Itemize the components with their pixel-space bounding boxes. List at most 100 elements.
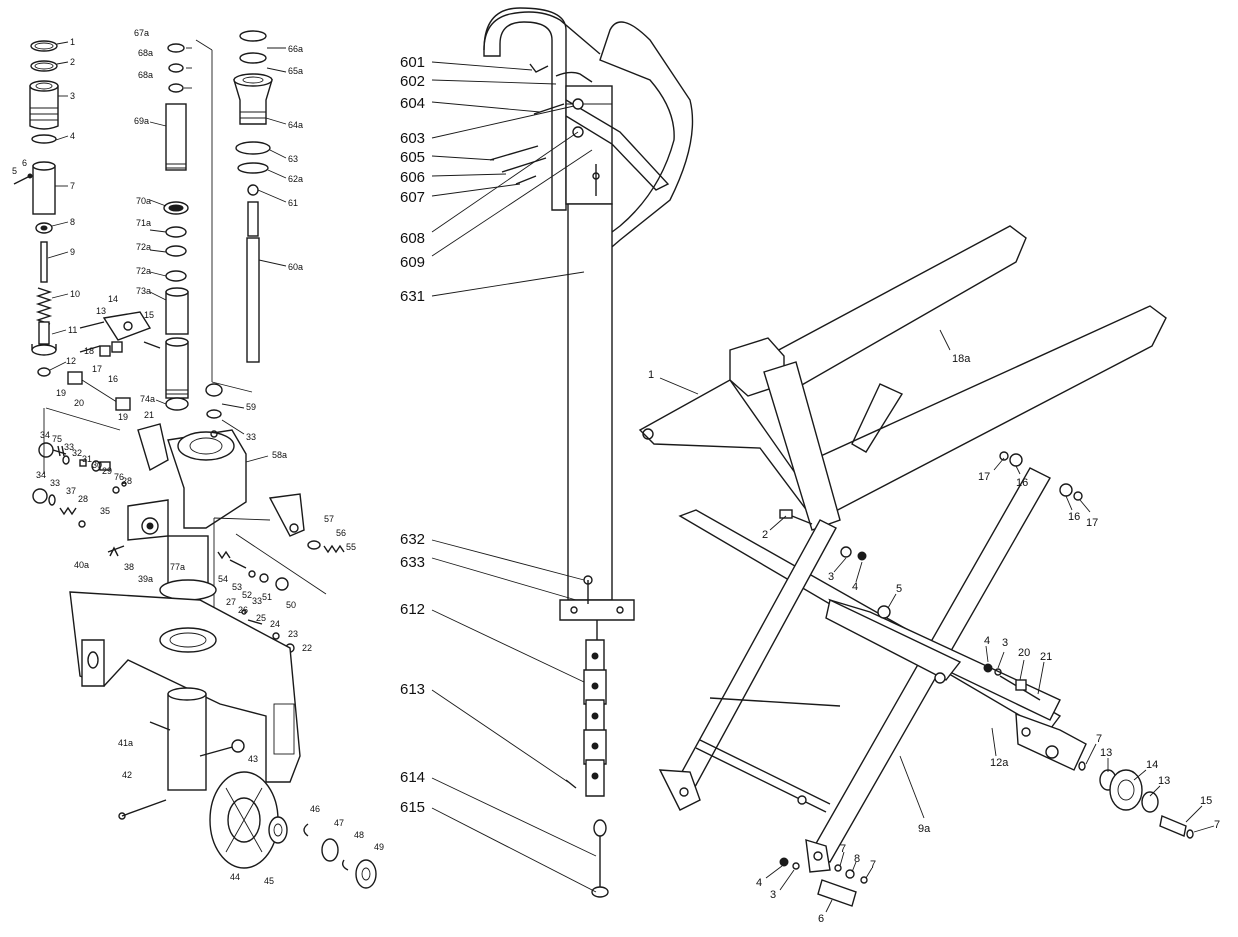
- label-p-34a: 34: [40, 430, 50, 440]
- label-p-13: 13: [96, 306, 106, 316]
- label-h-602: 602: [400, 73, 425, 90]
- label-p-48: 48: [354, 830, 364, 840]
- label-p-53: 53: [232, 582, 242, 592]
- label-p-27: 27: [226, 597, 236, 607]
- label-f-8: 8: [854, 853, 860, 865]
- handle-assembly: 601 602 604 603 605 606 607 608 609 631 …: [400, 7, 694, 898]
- label-f-3c: 3: [770, 889, 776, 901]
- label-p-60a: 60a: [288, 262, 303, 272]
- label-p-1: 1: [70, 37, 75, 47]
- label-p-31: 31: [82, 454, 92, 464]
- label-p-71a: 71a: [136, 218, 151, 228]
- label-p-4: 4: [70, 131, 75, 141]
- label-p-56: 56: [336, 528, 346, 538]
- label-p-28b: 28: [78, 494, 88, 504]
- pump-base-and-chassis: [69, 535, 377, 889]
- label-p-6: 6: [22, 158, 27, 168]
- label-p-38: 38: [124, 562, 134, 572]
- label-p-21: 21: [144, 410, 154, 420]
- label-p-26: 26: [238, 605, 248, 615]
- label-p-19a: 19: [56, 388, 66, 398]
- handle-chain: [583, 639, 607, 797]
- handle-callout-labels: 601 602 604 603 605 606 607 608 609 631 …: [400, 54, 425, 816]
- label-h-607: 607: [400, 189, 425, 206]
- label-p-66a: 66a: [288, 44, 303, 54]
- label-p-20: 20: [74, 398, 84, 408]
- label-f-18a: 18a: [952, 353, 971, 365]
- label-p-34b: 34: [36, 470, 46, 480]
- label-p-32: 32: [72, 448, 82, 458]
- label-p-59: 59: [246, 402, 256, 412]
- label-f-20: 20: [1018, 647, 1030, 659]
- label-f-13a: 13: [1100, 747, 1112, 759]
- label-p-33d: 33: [252, 596, 262, 606]
- pump-assembly: 1 2 3 4 5 6 7 8 9 10 11 12 13 14 15 16 1…: [12, 28, 384, 889]
- label-p-61: 61: [288, 198, 298, 208]
- frame-leader-lines: [659, 329, 1215, 913]
- label-f-7c: 7: [840, 843, 846, 855]
- label-p-58a: 58a: [272, 450, 287, 460]
- label-h-633: 633: [400, 554, 425, 571]
- label-p-17: 17: [92, 364, 102, 374]
- label-f-2: 2: [762, 529, 768, 541]
- label-f-17b: 17: [1086, 517, 1098, 529]
- label-p-11: 11: [68, 325, 77, 335]
- label-p-57: 57: [324, 514, 334, 524]
- pump-seal-stack: [13, 40, 59, 377]
- label-p-62a: 62a: [288, 174, 303, 184]
- label-p-44: 44: [230, 872, 240, 882]
- label-p-8: 8: [70, 217, 75, 227]
- pump-release-valve-parts: [32, 407, 127, 557]
- label-h-601: 601: [400, 54, 425, 71]
- label-f-15: 15: [1200, 795, 1212, 807]
- label-p-46: 46: [310, 804, 320, 814]
- label-p-76: 76: [114, 472, 124, 482]
- label-p-73a: 73a: [136, 286, 151, 296]
- label-p-30: 30: [92, 460, 102, 470]
- label-p-14: 14: [108, 294, 118, 304]
- label-p-40a: 40a: [74, 560, 89, 570]
- label-p-49: 49: [374, 842, 384, 852]
- label-f-16a: 16: [1016, 477, 1028, 489]
- label-f-12a: 12a: [990, 757, 1009, 769]
- label-f-9a: 9a: [918, 823, 931, 835]
- fork-frame-assembly: 1 18a 17 16 16 17 2 3 4 5 4 3 20 21 12a …: [638, 225, 1220, 925]
- label-p-63: 63: [288, 154, 298, 164]
- label-f-16b: 16: [1068, 511, 1080, 523]
- pump-valve-block: [67, 311, 161, 411]
- pump-ram-stack: [205, 30, 273, 419]
- label-h-609: 609: [400, 254, 425, 271]
- label-p-16: 16: [108, 374, 118, 384]
- label-p-55: 55: [346, 542, 356, 552]
- label-p-22: 22: [302, 643, 312, 653]
- label-p-52: 52: [242, 590, 252, 600]
- label-p-15: 15: [144, 310, 154, 320]
- label-f-6: 6: [818, 913, 824, 925]
- label-p-33c: 33: [246, 432, 256, 442]
- label-f-17a: 17: [978, 471, 990, 483]
- label-p-12: 12: [66, 356, 76, 366]
- label-p-41a: 41a: [118, 738, 133, 748]
- label-p-42: 42: [122, 770, 132, 780]
- pump-linkage-parts: [213, 493, 345, 653]
- pump-callout-labels: 1 2 3 4 5 6 7 8 9 10 11 12 13 14 15 16 1…: [12, 28, 384, 886]
- label-f-4a: 4: [852, 581, 858, 593]
- label-p-18: 18: [84, 346, 94, 356]
- label-p-45: 45: [264, 876, 274, 886]
- label-p-19b: 19: [118, 412, 128, 422]
- label-p-5: 5: [12, 166, 17, 176]
- label-f-1: 1: [648, 369, 654, 381]
- label-p-7: 7: [70, 181, 75, 191]
- label-p-47: 47: [334, 818, 344, 828]
- label-p-25: 25: [256, 613, 266, 623]
- label-p-51: 51: [262, 592, 272, 602]
- handle-leader-lines: [431, 61, 597, 893]
- label-p-74a: 74a: [140, 394, 155, 404]
- label-p-72a1: 72a: [136, 242, 151, 252]
- label-f-13b: 13: [1158, 775, 1170, 787]
- label-f-5: 5: [896, 583, 902, 595]
- label-p-39a: 39a: [138, 574, 153, 584]
- label-f-4b: 4: [984, 635, 990, 647]
- label-h-614: 614: [400, 769, 425, 786]
